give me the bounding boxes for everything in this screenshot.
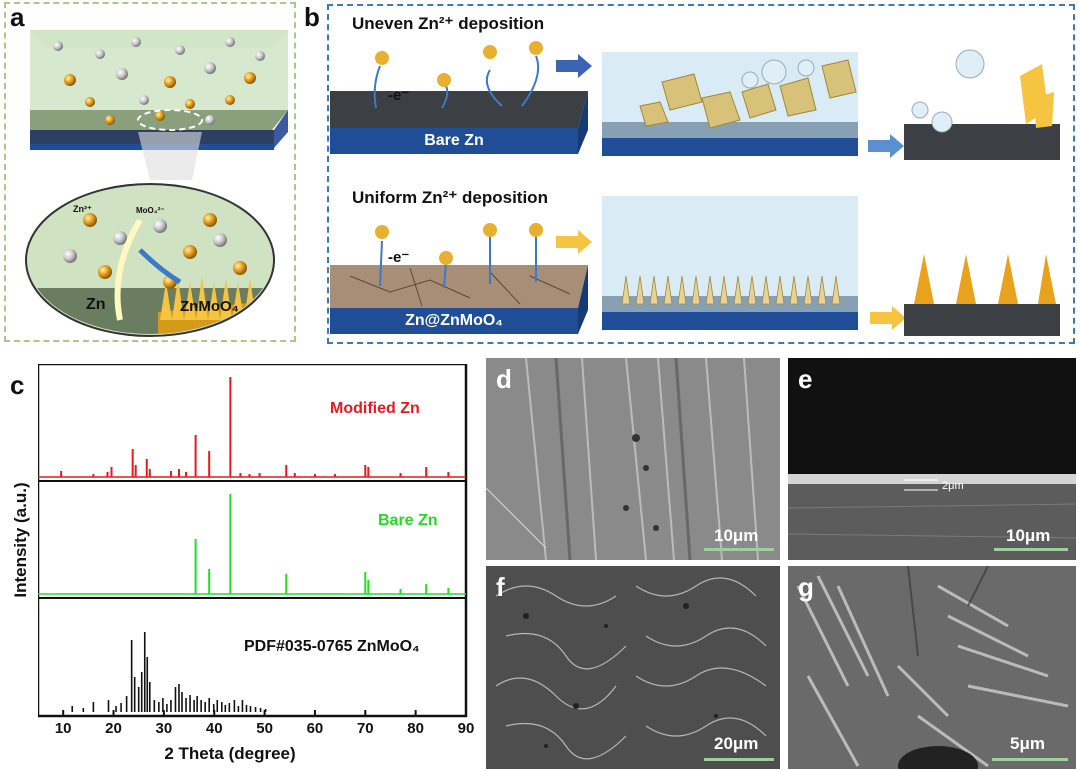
x-tick-label: 60 <box>306 720 324 737</box>
scale-text-g: 5μm <box>1010 734 1045 753</box>
panel-e-label: e <box>798 364 813 394</box>
scale-bar-e <box>994 548 1068 551</box>
scale-bar-d <box>704 548 774 551</box>
electron-label-top: -e⁻ <box>388 87 410 104</box>
x-tick-label: 20 <box>105 720 122 737</box>
series-3 <box>71 632 267 712</box>
scale-text-d: 10μm <box>714 526 759 545</box>
series-label-bare: Bare Zn <box>378 512 438 529</box>
thickness-label: 2μm <box>942 480 964 492</box>
uneven-title: Uneven Zn²⁺ deposition <box>352 14 545 33</box>
panel-a-frame <box>4 2 296 342</box>
zn-substrate-label: Zn <box>86 296 106 313</box>
series-label-pdf: PDF#035-0765 ZnMoO₄ <box>244 638 420 655</box>
sem-image-e <box>788 358 1076 560</box>
xrd-chart <box>38 364 468 718</box>
x-tick-label: 80 <box>407 720 424 737</box>
panel-a-schematic <box>25 30 288 337</box>
panel-c-label: c <box>10 370 25 400</box>
series-2 <box>38 494 466 595</box>
panel-a-label: a <box>10 2 25 32</box>
sem-image-g <box>788 566 1076 769</box>
x-tick-label: 10 <box>54 720 72 737</box>
x-tick-label: 40 <box>205 720 223 737</box>
zn-ion-label: Zn²⁺ <box>73 204 92 214</box>
coated-zn-label: Zn@ZnMoO₄ <box>405 312 503 329</box>
scale-text-f: 20μm <box>714 734 759 753</box>
panel-b-label: b <box>304 2 320 32</box>
znmoo4-label: ZnMoO₄ <box>180 298 239 315</box>
panel-b-schematic <box>330 41 1060 336</box>
series-1 <box>38 377 466 478</box>
scale-bar-g <box>992 758 1068 761</box>
x-tick-label: 90 <box>457 720 475 737</box>
panel-b-frame <box>327 4 1075 344</box>
uniform-title: Uniform Zn²⁺ deposition <box>352 188 548 207</box>
scale-text-e: 10μm <box>1006 526 1051 545</box>
scale-bar-f <box>704 758 774 761</box>
y-axis-label: Intensity (a.u.) <box>11 482 30 598</box>
x-tick-label: 70 <box>356 720 374 737</box>
panel-d-label: d <box>496 364 512 394</box>
moo4-ion-label: MoO₄²⁻ <box>136 206 165 215</box>
x-axis-label: 2 Theta (degree) <box>164 744 296 763</box>
panel-g-label: g <box>798 572 814 602</box>
x-tick-label: 30 <box>155 720 173 737</box>
sem-image-d <box>486 358 780 560</box>
zn-ions-top <box>53 37 265 125</box>
series-label-modified: Modified Zn <box>330 400 420 417</box>
plot-frame <box>38 364 468 718</box>
sem-image-f <box>486 566 780 769</box>
panel-f-label: f <box>496 572 505 602</box>
electron-label-bottom: -e⁻ <box>388 249 410 266</box>
x-tick-label: 50 <box>256 720 273 737</box>
bare-zn-label: Bare Zn <box>424 132 484 149</box>
